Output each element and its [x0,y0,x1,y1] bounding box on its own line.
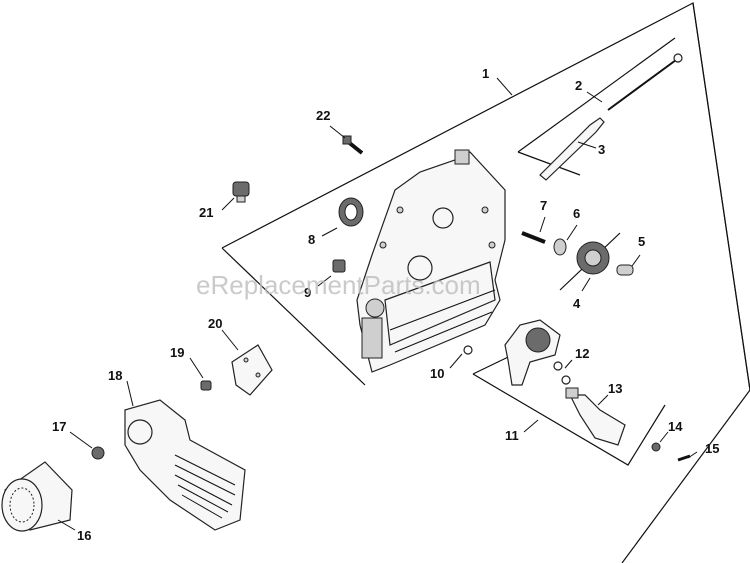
pressure-switch [232,181,250,203]
oil-pickup [565,387,626,446]
callout-4: 4 [573,296,581,311]
callout-3: 3 [598,142,605,157]
callout-5: 5 [638,234,645,249]
callout-16: 16 [77,528,91,543]
callout-labels: 1 2 3 4 5 6 7 8 9 10 11 12 13 14 15 16 1… [52,66,719,543]
frame-lines [221,2,750,563]
callout-13: 13 [608,381,622,396]
leader-lines [57,77,698,531]
dipstick [607,53,683,111]
dipstick-tube [539,117,605,181]
callout-7: 7 [540,198,547,213]
bolt [342,135,364,155]
callout-18: 18 [108,368,122,383]
callout-15: 15 [705,441,719,456]
pump-o-rings [553,361,571,385]
gasket [231,344,273,396]
callout-11: 11 [505,428,519,443]
oil-filter [1,461,73,532]
o-ring [463,345,473,355]
callout-8: 8 [308,232,315,247]
callout-22: 22 [316,108,330,123]
oil-seal [338,197,364,227]
callout-21: 21 [199,205,213,220]
callout-1: 1 [482,66,489,81]
washer [553,238,567,256]
callout-12: 12 [575,346,589,361]
pin [616,264,634,276]
filter-nipple [91,446,105,460]
oil-cooler [124,399,246,531]
washer-small [651,442,661,452]
screw [677,454,691,462]
callout-17: 17 [52,419,66,434]
callout-14: 14 [668,419,683,434]
governor-gear [576,241,610,275]
callout-10: 10 [430,366,444,381]
shaft [521,231,546,244]
oil-pump [504,319,561,386]
callout-20: 20 [208,316,222,331]
callout-2: 2 [575,78,582,93]
callout-19: 19 [170,345,184,360]
small-plug [200,380,212,391]
cooler-fins [174,454,236,519]
watermark: eReplacementParts.com [196,270,481,300]
plug [332,259,346,273]
callout-6: 6 [573,206,580,221]
crankcase-cover [356,149,506,373]
callout-9: 9 [304,285,311,300]
